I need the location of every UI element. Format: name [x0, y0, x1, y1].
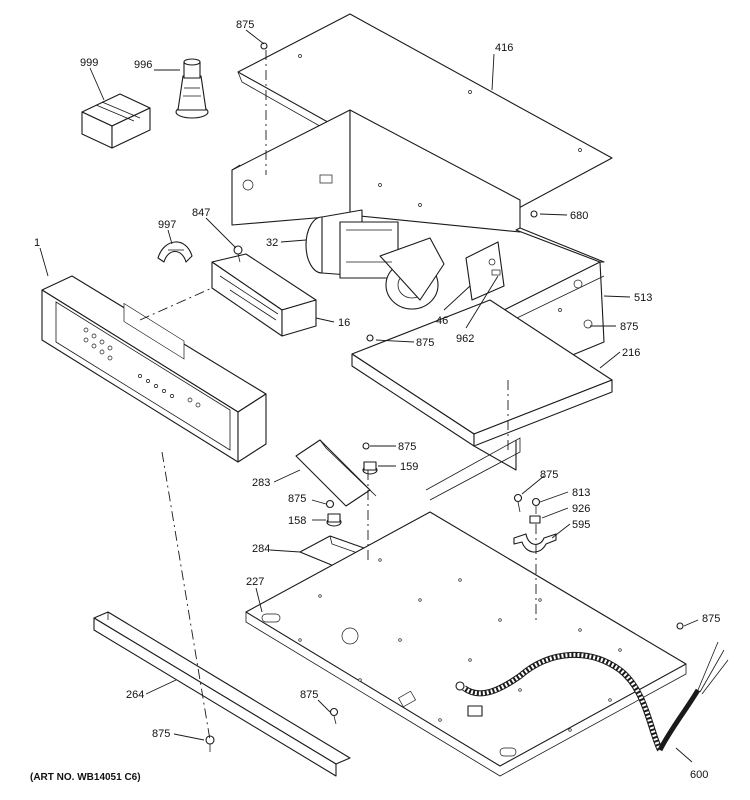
part-159-thermostat	[362, 461, 378, 475]
screw-875-158	[325, 499, 335, 509]
callout-32: 32	[266, 237, 278, 249]
callout-283: 283	[252, 477, 270, 489]
part-996-bottle	[175, 58, 209, 119]
callout-1: 1	[34, 237, 40, 249]
callout-875: 875	[702, 613, 720, 625]
screw-875-top	[260, 42, 268, 50]
callout-997: 997	[158, 219, 176, 231]
callout-159: 159	[400, 461, 418, 473]
callout-216: 216	[622, 347, 640, 359]
callout-926: 926	[572, 503, 590, 515]
callout-875: 875	[416, 337, 434, 349]
screw-680	[530, 210, 538, 218]
callout-875: 875	[620, 321, 638, 333]
part-16-electronic-control	[211, 253, 317, 337]
callout-875: 875	[540, 469, 558, 481]
callout-46: 46	[436, 315, 448, 327]
callout-962: 962	[456, 333, 474, 345]
callout-600: 600	[690, 769, 708, 781]
callout-999: 999	[80, 57, 98, 69]
callout-875: 875	[152, 728, 170, 740]
screw-875-264	[329, 707, 339, 725]
screw-875-right	[676, 622, 684, 630]
callout-996: 996	[134, 59, 152, 71]
callout-264: 264	[126, 689, 144, 701]
part-158-thermostat	[326, 513, 342, 527]
callout-875: 875	[288, 493, 306, 505]
part-926-nut	[529, 515, 541, 524]
back-chassis	[231, 109, 521, 233]
callout-847: 847	[192, 207, 210, 219]
part-32-blower-fan	[305, 209, 445, 310]
part-813-screw	[531, 497, 541, 514]
callout-875: 875	[398, 441, 416, 453]
screw-875-159	[362, 442, 370, 450]
part-875-screw-595	[513, 493, 523, 513]
callout-158: 158	[288, 515, 306, 527]
callout-680: 680	[570, 210, 588, 222]
callout-284: 284	[252, 543, 270, 555]
art-number: (ART NO. WB14051 C6)	[30, 772, 141, 783]
part-600-power-cord	[455, 641, 729, 752]
callout-813: 813	[572, 487, 590, 499]
part-264-trim-strip	[93, 611, 351, 777]
part-283-bracket	[295, 439, 377, 507]
callout-875: 875	[300, 689, 318, 701]
callout-875: 875	[236, 19, 254, 31]
callout-513: 513	[634, 292, 652, 304]
callout-227: 227	[246, 576, 264, 588]
part-997-ribbon-cable	[157, 241, 193, 263]
part-1-control-panel	[41, 275, 267, 463]
screw-875-216	[366, 334, 374, 342]
guide-line	[161, 451, 211, 741]
guide-line	[139, 287, 213, 321]
part-227-base-pan	[245, 511, 687, 777]
callout-416: 416	[495, 42, 513, 54]
callout-595: 595	[572, 519, 590, 531]
screw-875-bottom	[205, 735, 215, 752]
callout-labels: 999 996 875 416 680 997 847 1 32 16 46 9…	[34, 19, 720, 781]
part-216-front-frame	[351, 299, 613, 501]
callout-16: 16	[338, 317, 350, 329]
part-595-clamp	[513, 533, 557, 553]
part-46-control-board	[465, 241, 505, 301]
leader-lines	[39, 29, 699, 763]
part-999-box	[81, 93, 151, 149]
